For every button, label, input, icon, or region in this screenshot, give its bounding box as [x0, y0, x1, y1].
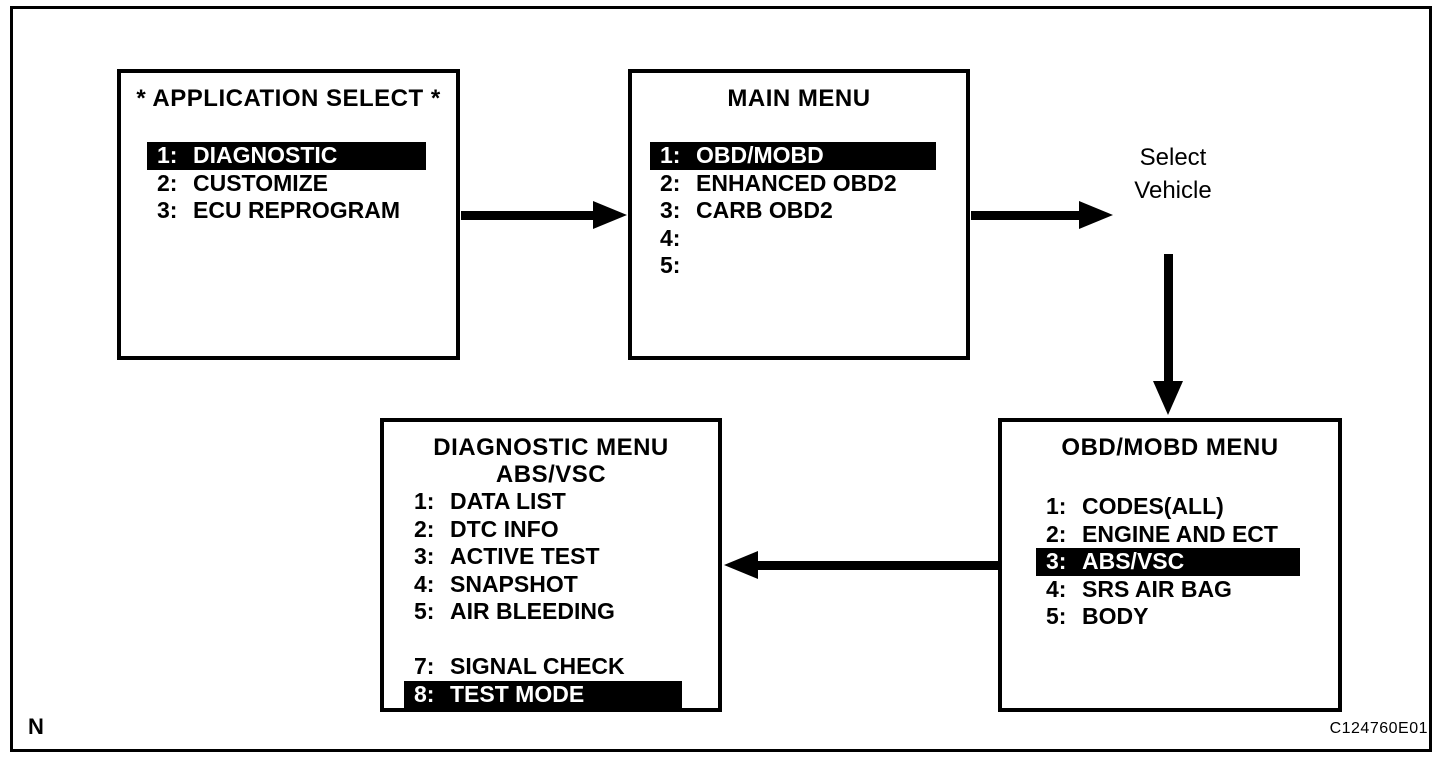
menu-item-number: 8:	[414, 680, 435, 707]
menu-item-list: 1: DATA LIST 2: DTC INFO 3: ACTIVE TEST 4: SNAP…	[404, 488, 682, 708]
arrow-shaft	[1163, 254, 1173, 381]
menu-item-number: 2:	[157, 169, 178, 196]
menu-item-list: 1: DIAGNOSTIC 2: CUSTOMIZE 3: ECU REPROGRAM	[147, 142, 426, 225]
menu-item-label: ENHANCED OBD2	[696, 169, 897, 196]
menu-item-selected: 1: OBD/MOBD	[650, 142, 936, 170]
menu-item-selected: 3: ABS/VSC	[1036, 548, 1300, 576]
arrow-shaft	[971, 210, 1079, 220]
menu-item-label: ABS/VSC	[1082, 548, 1185, 575]
menu-item-number: 2:	[414, 515, 435, 542]
menu-item-label: ECU REPROGRAM	[193, 197, 401, 224]
menu-item: 1: CODES(ALL)	[1036, 493, 1300, 521]
menu-item: 5: BODY	[1036, 603, 1300, 631]
menu-item: 2: DTC INFO	[404, 516, 682, 544]
menu-item-label: ENGINE AND ECT	[1082, 520, 1278, 547]
menu-item-label: CUSTOMIZE	[193, 169, 329, 196]
menu-item: 7: SIGNAL CHECK	[404, 653, 682, 681]
figure-reference-code: C124760E01	[1329, 720, 1428, 737]
select-vehicle-line-2: Vehicle	[1134, 177, 1212, 204]
screen-title-line: * APPLICATION SELECT *	[136, 85, 441, 112]
menu-item-list: 1: OBD/MOBD 2: ENHANCED OBD2 3: CARB OBD2 4:5:	[650, 142, 936, 280]
menu-item-number: 1:	[660, 142, 681, 169]
screen-title: OBD/MOBD MENU	[1002, 434, 1338, 461]
menu-item-number: 3:	[414, 543, 435, 570]
arrow-shaft	[758, 560, 999, 570]
menu-item-number: 5:	[660, 252, 681, 279]
menu-item-label: CODES(ALL)	[1082, 493, 1224, 520]
screen-title: * APPLICATION SELECT *	[121, 85, 456, 112]
select-vehicle-line-1: Select	[1139, 144, 1207, 171]
menu-item: 1: DATA LIST	[404, 488, 682, 516]
arrow-select-vehicle-to-obd	[1153, 254, 1183, 415]
menu-item-number: 2:	[1046, 520, 1067, 547]
screen-title-line: DIAGNOSTIC MENU	[433, 434, 669, 461]
menu-item-number: 4:	[660, 224, 681, 251]
menu-item-number: 7:	[414, 653, 435, 680]
menu-item-number: 4:	[1046, 575, 1067, 602]
menu-item-number: 5:	[414, 598, 435, 625]
menu-item-number: 1:	[414, 488, 435, 515]
menu-item-number: 2:	[660, 169, 681, 196]
menu-item-number: 3:	[660, 197, 681, 224]
menu-item: 4:	[650, 225, 936, 253]
menu-item-label: BODY	[1082, 603, 1149, 630]
menu-item-number: 1:	[1046, 493, 1067, 520]
menu-item-label: TEST MODE	[450, 680, 585, 707]
screen-title-line: MAIN MENU	[727, 85, 871, 112]
menu-item: 3: ECU REPROGRAM	[147, 197, 426, 225]
menu-item-selected: 1: DIAGNOSTIC	[147, 142, 426, 170]
menu-item-label: ACTIVE TEST	[450, 543, 600, 570]
arrow-right-icon	[1079, 201, 1113, 229]
menu-item: 2: ENHANCED OBD2	[650, 170, 936, 198]
menu-item-number: 3:	[1046, 548, 1067, 575]
menu-item: 5:	[650, 252, 936, 280]
menu-item-label: DTC INFO	[450, 515, 559, 542]
menu-item-number: 3:	[157, 197, 178, 224]
screen-title: MAIN MENU	[632, 85, 966, 112]
screen-obd-mobd-menu: OBD/MOBD MENU 1: CODES(ALL) 2: ENGINE AND E…	[998, 418, 1342, 712]
arrow-right-icon	[593, 201, 627, 229]
figure-border	[10, 6, 1432, 752]
menu-item-label: SRS AIR BAG	[1082, 575, 1232, 602]
arrow-down-icon	[1153, 381, 1183, 415]
menu-item: 4: SNAPSHOT	[404, 571, 682, 599]
menu-item: 4: SRS AIR BAG	[1036, 576, 1300, 604]
screen-application-select: * APPLICATION SELECT * 1: DIAGNOSTIC 2: CUS…	[117, 69, 460, 360]
arrow-shaft	[461, 210, 593, 220]
menu-item-label: SNAPSHOT	[450, 570, 578, 597]
screen-main-menu: MAIN MENU 1: OBD/MOBD 2: ENHANCED OBD2 3: CAR…	[628, 69, 970, 360]
menu-item: 2: ENGINE AND ECT	[1036, 521, 1300, 549]
menu-item: 2: CUSTOMIZE	[147, 170, 426, 198]
arrow-left-icon	[724, 551, 758, 579]
menu-item-number: 1:	[157, 142, 178, 169]
menu-item: 3: ACTIVE TEST	[404, 543, 682, 571]
menu-item	[404, 626, 682, 654]
menu-item-number: 4:	[414, 570, 435, 597]
menu-item-label: AIR BLEEDING	[450, 598, 615, 625]
menu-item: 5: AIR BLEEDING	[404, 598, 682, 626]
menu-item-label: DATA LIST	[450, 488, 566, 515]
screen-title-line: ABS/VSC	[495, 461, 607, 488]
menu-item-list: 1: CODES(ALL) 2: ENGINE AND ECT 3: ABS/VSC 4: S…	[1036, 493, 1300, 631]
figure-index-letter: N	[28, 714, 44, 739]
select-vehicle-label: Select Vehicle	[1112, 141, 1234, 207]
arrow-main-to-select-vehicle	[971, 201, 1113, 229]
menu-item-label: DIAGNOSTIC	[193, 142, 338, 169]
menu-item-number: 5:	[1046, 603, 1067, 630]
arrow-obd-to-diagnostic	[724, 551, 999, 579]
screen-title-line: OBD/MOBD MENU	[1061, 434, 1279, 461]
arrow-app-to-main	[461, 201, 627, 229]
menu-item-label: OBD/MOBD	[696, 142, 824, 169]
menu-item: 3: CARB OBD2	[650, 197, 936, 225]
menu-item-label: SIGNAL CHECK	[450, 653, 625, 680]
menu-item-selected: 8: TEST MODE	[404, 680, 682, 708]
menu-item-label: CARB OBD2	[696, 197, 833, 224]
